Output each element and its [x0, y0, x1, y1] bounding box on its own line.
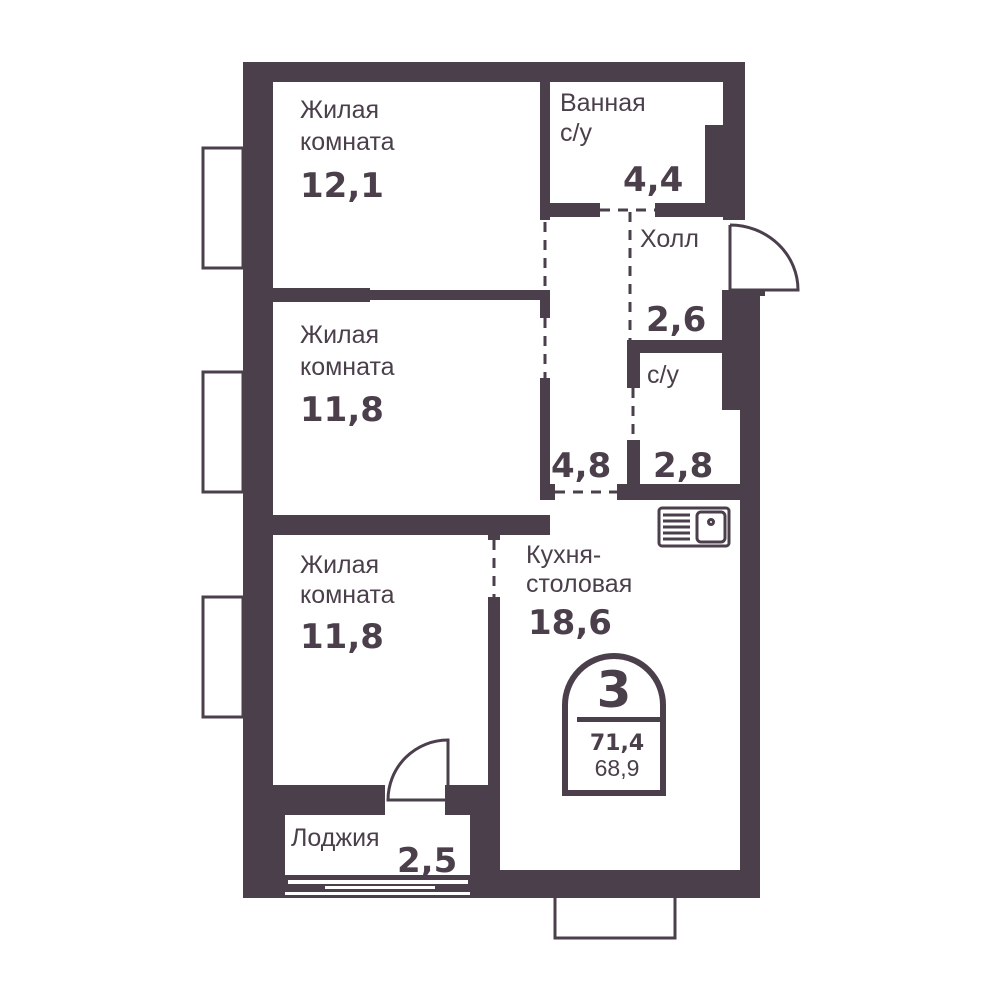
loggia-door[interactable] [386, 738, 450, 802]
room-bathroom: Ванная с/у 4,4 [560, 89, 683, 200]
room-label: с/у [560, 119, 592, 147]
room-label: Лоджия [291, 824, 380, 852]
window [201, 595, 245, 719]
open-passages [492, 208, 655, 597]
rooms-count: 3 [597, 661, 632, 719]
room-area: 11,8 [300, 617, 384, 657]
room-label: Жилая [300, 96, 379, 124]
room-label: Ванная [560, 89, 646, 117]
room-living-2: Жилая комната 11,8 [300, 321, 395, 430]
living-area: 68,9 [595, 755, 640, 781]
total-area: 71,4 [590, 731, 644, 756]
window [201, 146, 245, 270]
room-area: 12,1 [300, 166, 384, 206]
room-corridor: 4,8 [551, 446, 611, 486]
room-living-3: Жилая комната 11,8 [300, 551, 395, 657]
room-area: 4,8 [551, 446, 611, 486]
room-label: Жилая [300, 551, 379, 579]
room-area: 4,4 [623, 160, 683, 200]
window [201, 370, 245, 494]
room-label: столовая [526, 570, 632, 598]
kitchen-sink-icon [657, 506, 731, 548]
room-area: 2,5 [397, 841, 457, 881]
room-label: комната [300, 581, 395, 609]
apartment-badge: 3 71,4 68,9 [562, 653, 666, 796]
room-label: с/у [647, 361, 679, 389]
room-label: Жилая [300, 321, 379, 349]
room-label: Кухня- [526, 541, 601, 569]
room-area: 2,8 [653, 446, 713, 486]
room-hall: Холл 2,6 [640, 225, 706, 340]
room-living-1: Жилая комната 12,1 [300, 96, 395, 206]
room-area: 11,8 [300, 390, 384, 430]
room-area: 18,6 [528, 603, 612, 643]
room-wc: с/у 2,8 [647, 361, 713, 486]
room-label: комната [300, 128, 395, 156]
walls [243, 62, 760, 898]
room-area: 2,6 [646, 300, 706, 340]
room-label: комната [300, 353, 395, 381]
room-kitchen: Кухня- столовая 18,6 [526, 541, 632, 643]
room-loggia: Лоджия 2,5 [291, 824, 457, 881]
room-label: Холл [640, 225, 699, 253]
entrance-door[interactable] [728, 223, 800, 296]
